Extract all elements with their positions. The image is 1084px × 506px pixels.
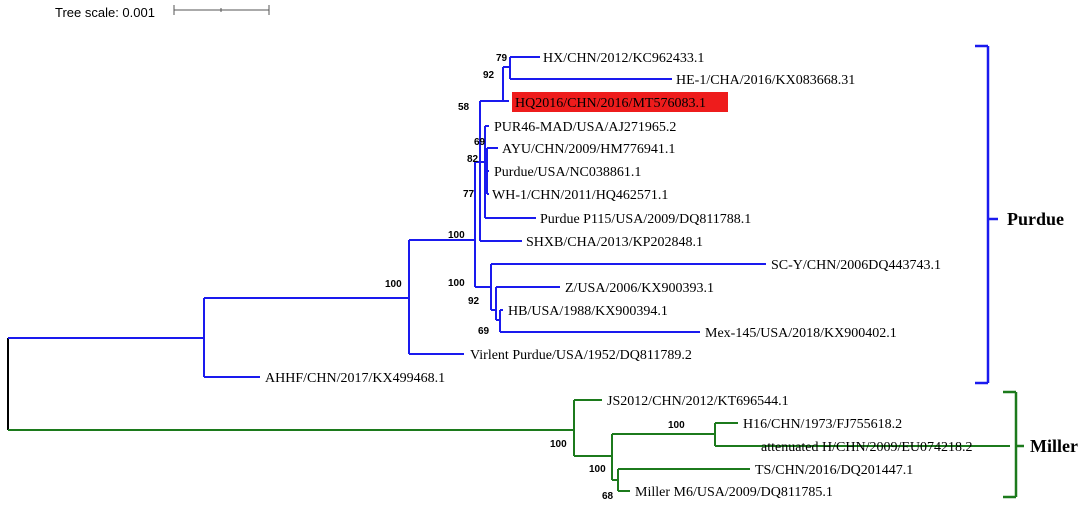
leaf-label-ahhf: AHHF/CHN/2017/KX499468.1 (265, 371, 445, 386)
purdue-bracket (975, 44, 998, 385)
leaf-label-ayu: AYU/CHN/2009/HM776941.1 (502, 142, 675, 157)
leaf-labels: HX/CHN/2012/KC962433.1 HE-1/CHA/2016/KX0… (265, 51, 973, 500)
miller-bracket (1003, 390, 1024, 499)
bootstrap-label: 100 (448, 278, 465, 289)
bootstrap-label: 58 (458, 102, 470, 113)
bootstrap-label: 100 (668, 420, 685, 431)
bootstrap-label: 92 (483, 70, 495, 81)
leaf-label-he1: HE-1/CHA/2016/KX083668.31 (676, 73, 855, 88)
clade-label-purdue: Purdue (1007, 209, 1064, 229)
bootstrap-label: 77 (463, 189, 475, 200)
bootstrap-label: 100 (448, 230, 465, 241)
bootstrap-label: 100 (550, 439, 567, 450)
leaf-label-shxb: SHXB/CHA/2013/KP202848.1 (526, 235, 703, 250)
leaf-label-m6: Miller M6/USA/2009/DQ811785.1 (635, 485, 833, 500)
leaf-label-wh1: WH-1/CHN/2011/HQ462571.1 (492, 188, 668, 203)
bootstrap-label: 100 (385, 279, 402, 290)
leaf-label-ts: TS/CHN/2016/DQ201447.1 (755, 463, 913, 478)
bootstrap-label: 79 (496, 53, 508, 64)
leaf-label-purdue: Purdue/USA/NC038861.1 (494, 165, 641, 180)
bootstrap-label: 92 (468, 296, 480, 307)
purdue-clade-branches (8, 56, 766, 378)
leaf-label-js2012: JS2012/CHN/2012/KT696544.1 (607, 394, 789, 409)
tree-scale: Tree scale: 0.001 (55, 5, 270, 20)
highlight-box (512, 92, 728, 112)
leaf-label-virlent: Virlent Purdue/USA/1952/DQ811789.2 (470, 348, 692, 363)
leaf-label-h16: H16/CHN/1973/FJ755618.2 (743, 417, 902, 432)
leaf-label-hq2016: HQ2016/CHN/2016/MT576083.1 (515, 96, 706, 111)
leaf-label-p115: Purdue P115/USA/2009/DQ811788.1 (540, 212, 751, 227)
leaf-label-z: Z/USA/2006/KX900393.1 (565, 281, 714, 296)
bootstrap-label: 100 (589, 464, 606, 475)
miller-clade-branches (8, 399, 1010, 492)
bootstrap-label: 69 (474, 137, 486, 148)
leaf-label-mex: Mex-145/USA/2018/KX900402.1 (705, 326, 897, 341)
tree-scale-bar (173, 5, 270, 15)
bootstrap-label: 68 (602, 491, 614, 502)
bootstrap-values: 79 92 58 69 82 77 100 100 100 92 69 100 … (385, 53, 685, 502)
bootstrap-label: 69 (478, 326, 490, 337)
leaf-label-scy: SC-Y/CHN/2006DQ443743.1 (771, 258, 941, 273)
leaf-label-pur46: PUR46-MAD/USA/AJ271965.2 (494, 120, 676, 135)
leaf-label-atth: attenuated H/CHN/2009/EU074218.2 (761, 440, 973, 455)
leaf-label-hb: HB/USA/1988/KX900394.1 (508, 304, 668, 319)
tree-scale-label: Tree scale: 0.001 (55, 5, 155, 20)
bootstrap-label: 82 (467, 154, 479, 165)
clade-label-miller: Miller (1030, 436, 1078, 456)
leaf-label-hx: HX/CHN/2012/KC962433.1 (543, 51, 704, 66)
